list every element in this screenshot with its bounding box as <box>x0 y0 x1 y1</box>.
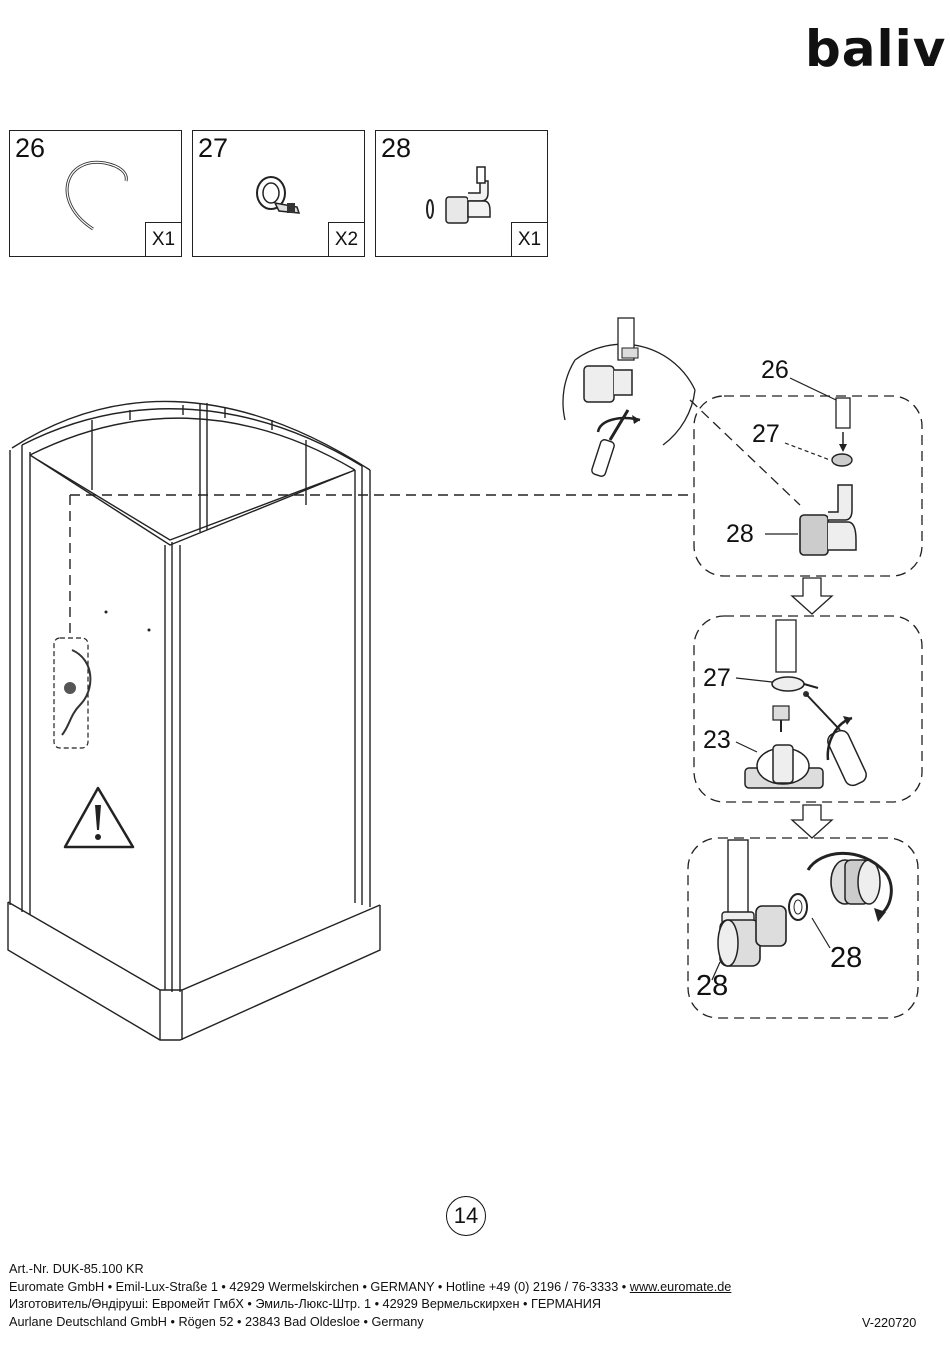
callout-label: 28 <box>830 942 863 974</box>
footer: Art.-Nr. DUK-85.100 KR Euromate GmbH • E… <box>9 1261 731 1331</box>
website-link[interactable]: www.euromate.de <box>629 1279 732 1294</box>
manufacturer-text: Euromate GmbH • Emil-Lux-Straße 1 • 4292… <box>9 1279 630 1294</box>
part-number: 27 <box>198 133 229 163</box>
callout-label: 27 <box>703 664 731 692</box>
shower-cabin-illustration <box>7 317 923 1041</box>
manufacturer-line-cyrillic: Изготовитель/Өндіруші: Евромейт ГмбХ • Э… <box>9 1297 602 1311</box>
part-box-26: 26 X1 <box>9 130 182 257</box>
manufacturer-line: Euromate GmbH • Emil-Lux-Straße 1 • 4292… <box>9 1279 731 1297</box>
article-number: Art.-Nr. DUK-85.100 KR <box>9 1262 144 1276</box>
callout-label: 28 <box>726 520 754 548</box>
warning-icon <box>63 786 135 849</box>
callout-label: 27 <box>752 420 780 448</box>
page-number: 14 <box>446 1196 486 1236</box>
callout-label: 26 <box>761 356 789 384</box>
part-number: 26 <box>15 133 46 163</box>
importer-line: Aurlane Deutschland GmbH • Rögen 52 • 23… <box>9 1314 424 1329</box>
part-quantity: X2 <box>328 222 364 256</box>
callout-label: 23 <box>703 726 731 754</box>
clamp-icon <box>256 176 301 214</box>
part-box-27: 27 X2 <box>192 130 365 257</box>
version-code: V-220720 <box>862 1316 917 1330</box>
callout-label: 28 <box>696 970 729 1002</box>
hose-icon <box>65 160 128 231</box>
part-number: 28 <box>381 133 412 163</box>
part-quantity: X1 <box>511 222 547 256</box>
part-box-28: 28 X1 <box>375 130 548 257</box>
elbow-fitting-icon <box>426 166 491 224</box>
brand-logo: baliv <box>805 20 947 78</box>
part-quantity: X1 <box>145 222 181 256</box>
